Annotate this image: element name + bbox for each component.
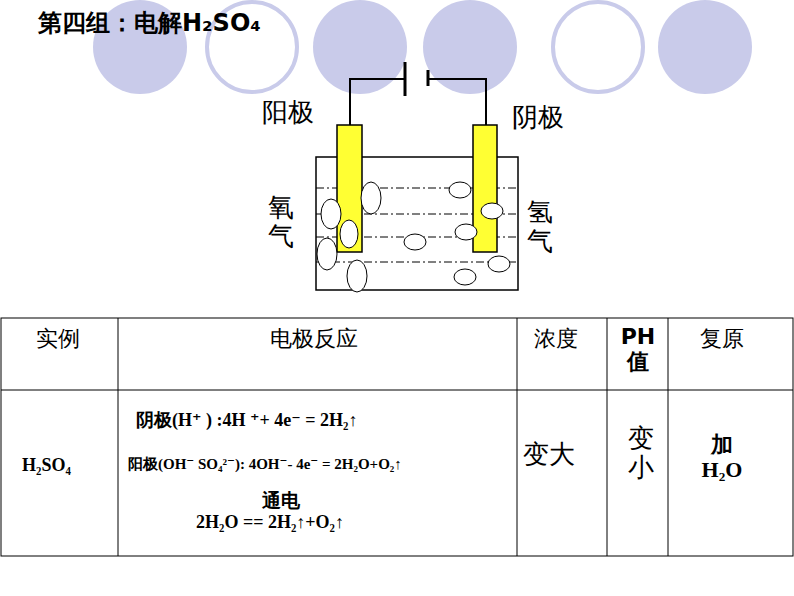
battery-and-wires	[350, 62, 486, 126]
gas-bubbles	[317, 182, 510, 292]
table-cell: H₂SO₄	[22, 455, 71, 476]
table-cell: 变大	[523, 440, 575, 470]
electrodes	[337, 125, 497, 252]
gas-label: 氧气	[268, 193, 294, 250]
gas-label: 氢气	[527, 198, 553, 255]
table-cell: 阴极(H⁺ ) :4H ⁺+ 4e⁻ = 2H₂↑	[136, 410, 357, 431]
table-cell: 通电	[262, 490, 300, 512]
table-cell: 2H₂O == 2H₂↑+O₂↑	[196, 512, 344, 533]
table-cell: 阳极(OH⁻ SO₄²⁻): 4OH⁻- 4e⁻ = 2H₂O+O₂↑	[128, 456, 402, 473]
electrode-label: 阴极	[512, 103, 564, 133]
slide-title: 第四组：电解H₂SO₄	[38, 10, 261, 38]
table-header: 浓度	[534, 326, 578, 351]
table-header: PH值	[620, 324, 656, 375]
table-cell: 加 H₂O	[692, 432, 752, 483]
table-grid	[1, 318, 793, 556]
table-header: 电极反应	[270, 326, 358, 351]
table-header: 实例	[36, 326, 80, 351]
table-cell: 变小	[628, 424, 654, 481]
electrode-label: 阳极	[262, 98, 314, 128]
table-header: 复原	[700, 326, 744, 351]
